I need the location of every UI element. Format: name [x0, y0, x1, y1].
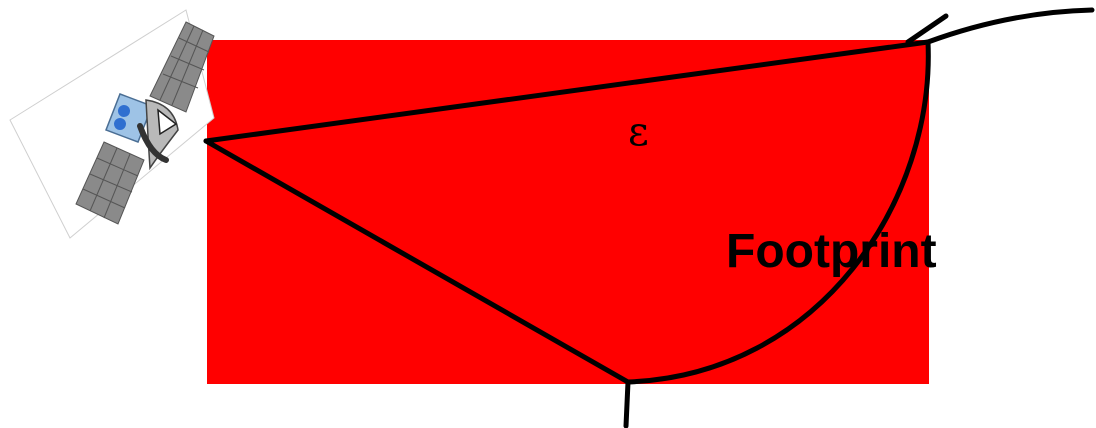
lower-solar-panel: [75, 141, 145, 225]
lower-sightline: [203, 138, 631, 385]
earth-horizon-arc: [925, 7, 1095, 45]
upper-tick: [905, 13, 949, 45]
upper-sightline: [203, 39, 931, 144]
satellite-body: [105, 93, 179, 171]
elevation-angle-label: ε: [628, 109, 649, 155]
upper-solar-panel: [149, 21, 215, 113]
footprint-label: Footprint: [726, 225, 937, 278]
footprint-boundary-curve: [625, 39, 931, 385]
lower-tick: [623, 379, 631, 428]
satellite-icon: [9, 9, 215, 239]
